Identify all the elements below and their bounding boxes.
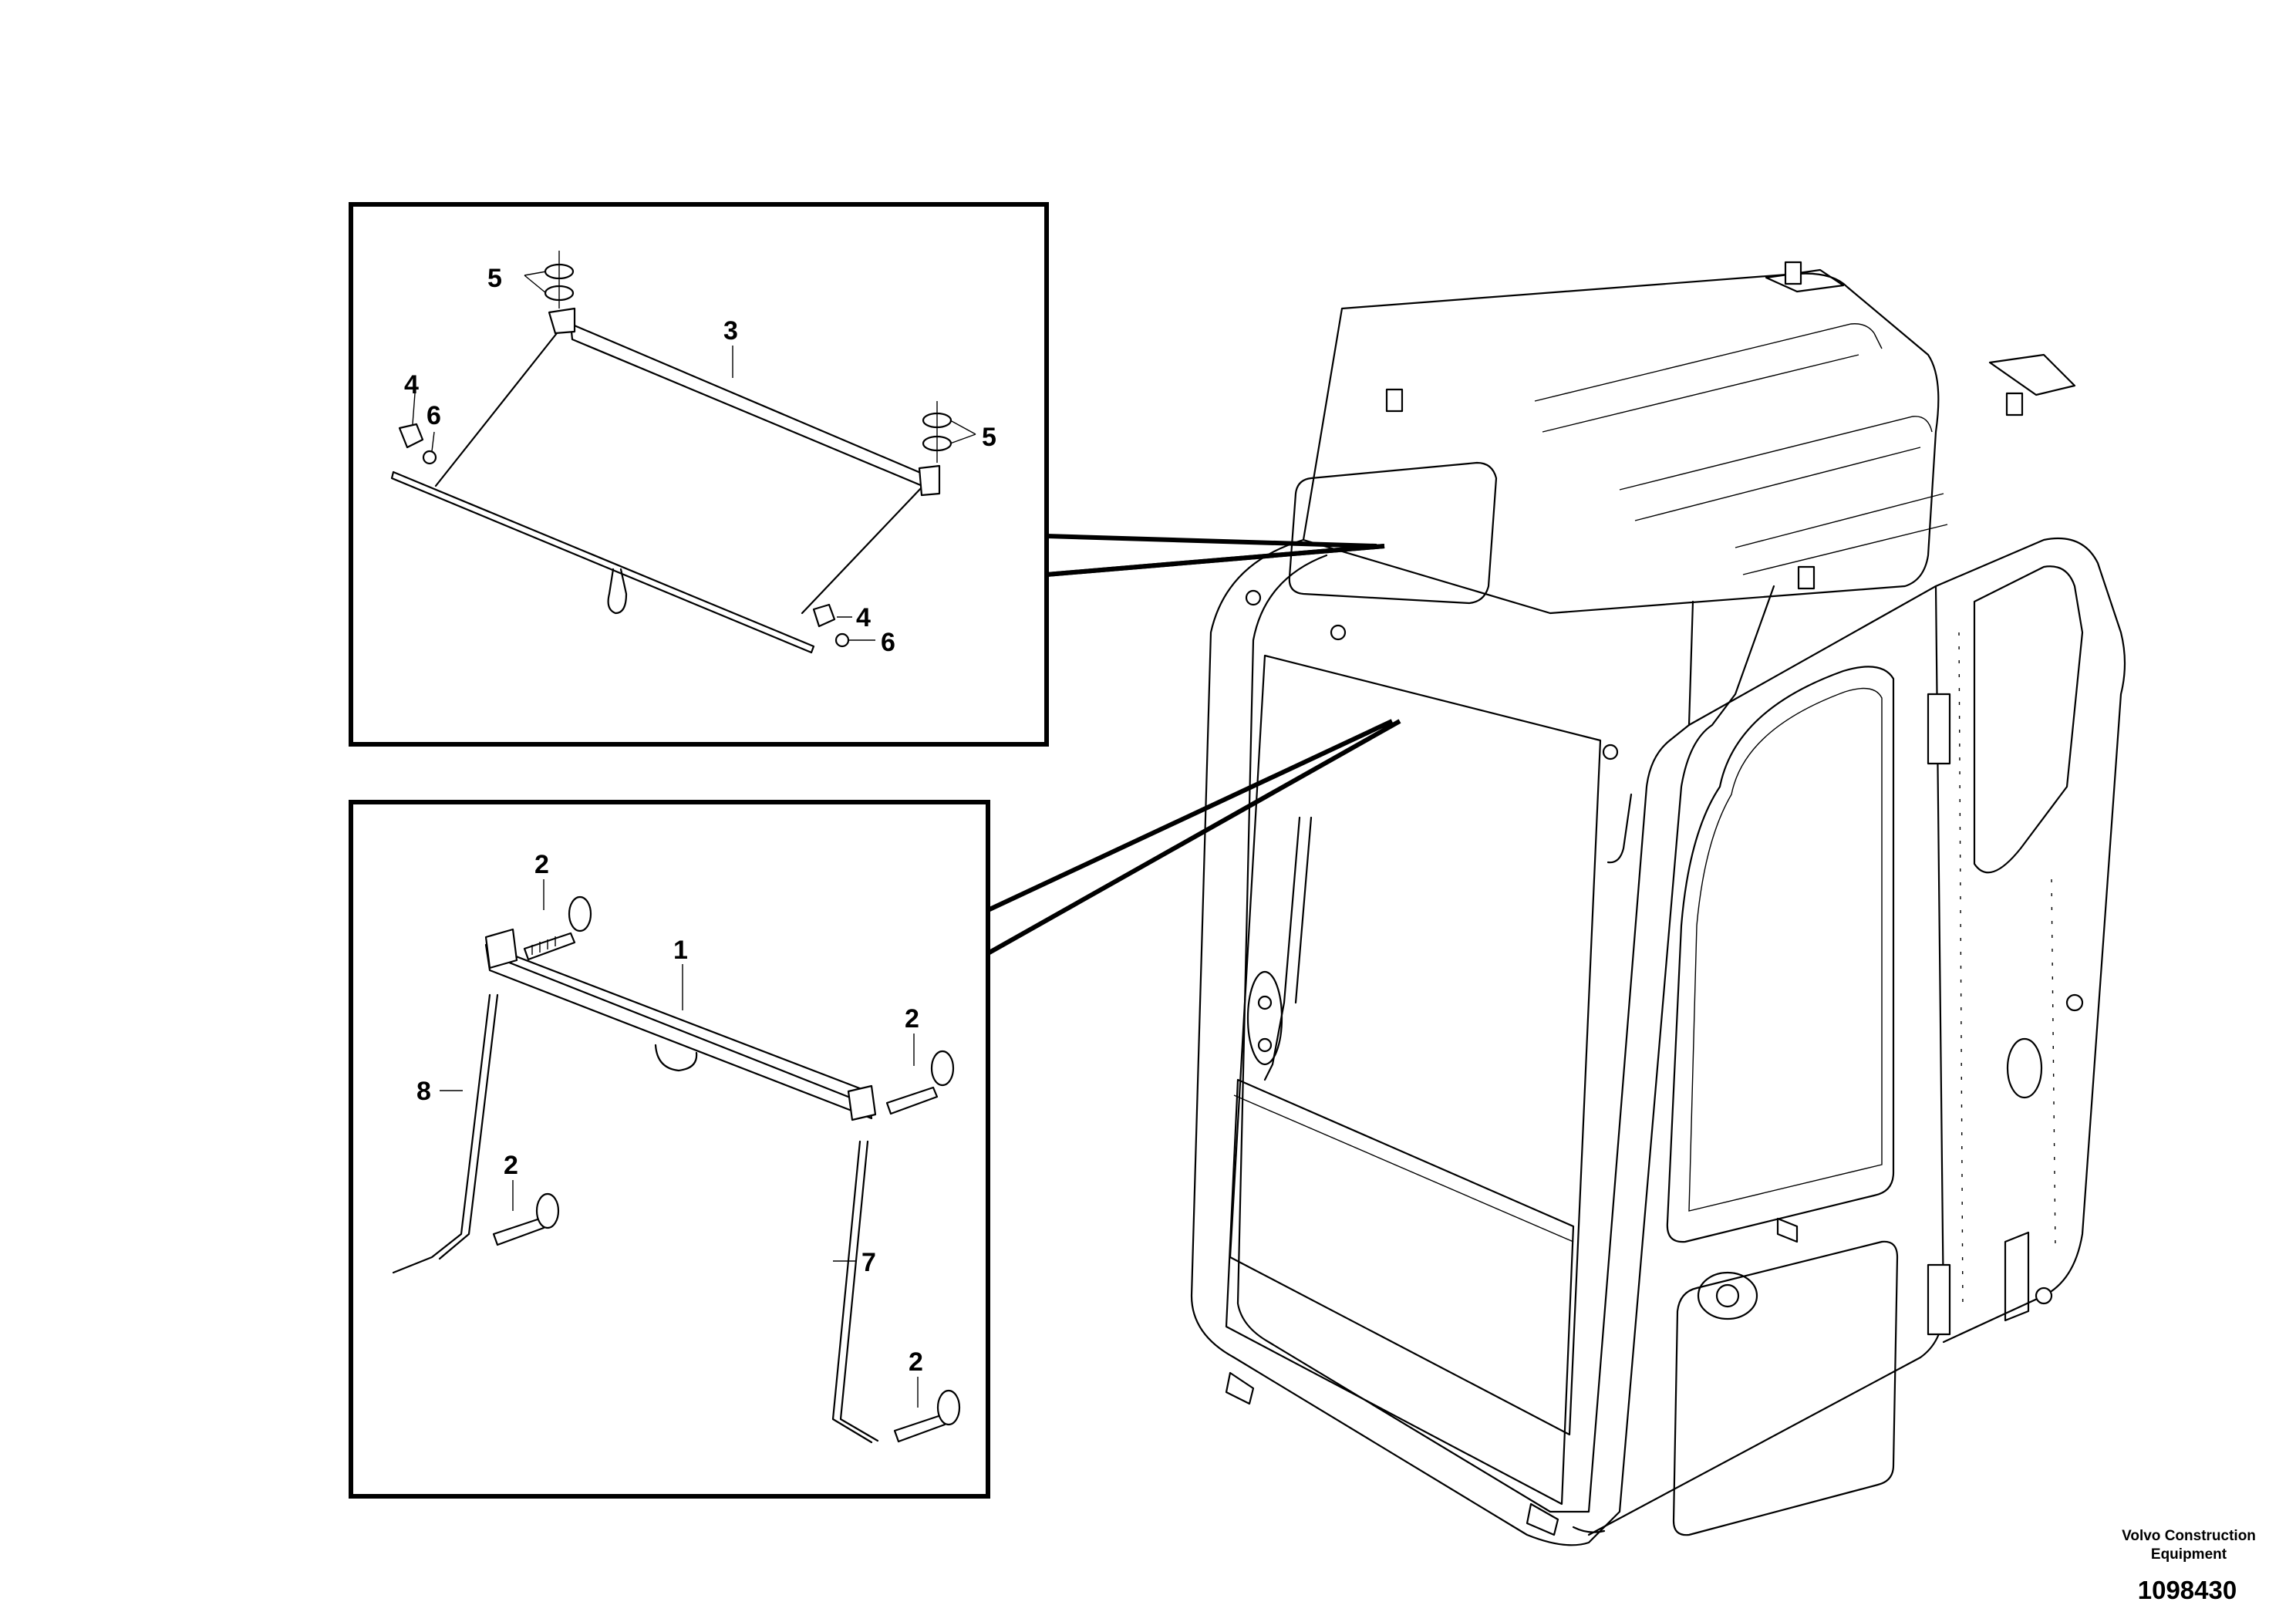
brand-line-2: Equipment [2151,1546,2227,1563]
document-number: 1098430 [2138,1576,2237,1604]
callout-5-upper-left: 5 [487,264,502,293]
sun-blind-bottom-bar [390,470,815,654]
callout-3: 3 [723,316,738,346]
callout-7: 7 [861,1248,876,1277]
callout-2-middle: 2 [504,1151,518,1180]
callout-6-upper-left: 6 [426,401,441,430]
callout-5-upper-right: 5 [982,423,996,452]
bolt [893,1389,961,1443]
brand-line-1: Volvo Construction [2122,1528,2256,1544]
lower-detail-leader [986,719,1401,956]
callout-8: 8 [416,1077,431,1106]
lower-detail-box: 2 1 2 8 2 7 2 [349,800,990,1499]
bolt [523,895,592,961]
callout-2-bottom: 2 [909,1347,923,1377]
bolt [885,1050,955,1115]
support-rod-8 [392,993,491,1274]
callout-2-right: 2 [905,1004,919,1034]
callout-1: 1 [673,936,688,965]
callout-4-upper-left: 4 [404,370,419,400]
callout-4-upper-right: 4 [856,603,871,632]
cab-illustration [1190,261,2126,1546]
callout-2-top: 2 [534,850,549,879]
upper-detail-box: 5 3 4 6 5 4 6 [349,202,1049,747]
support-rod-7 [831,1140,873,1444]
bolt [492,1192,560,1246]
callout-6-upper-right: 6 [881,628,895,657]
